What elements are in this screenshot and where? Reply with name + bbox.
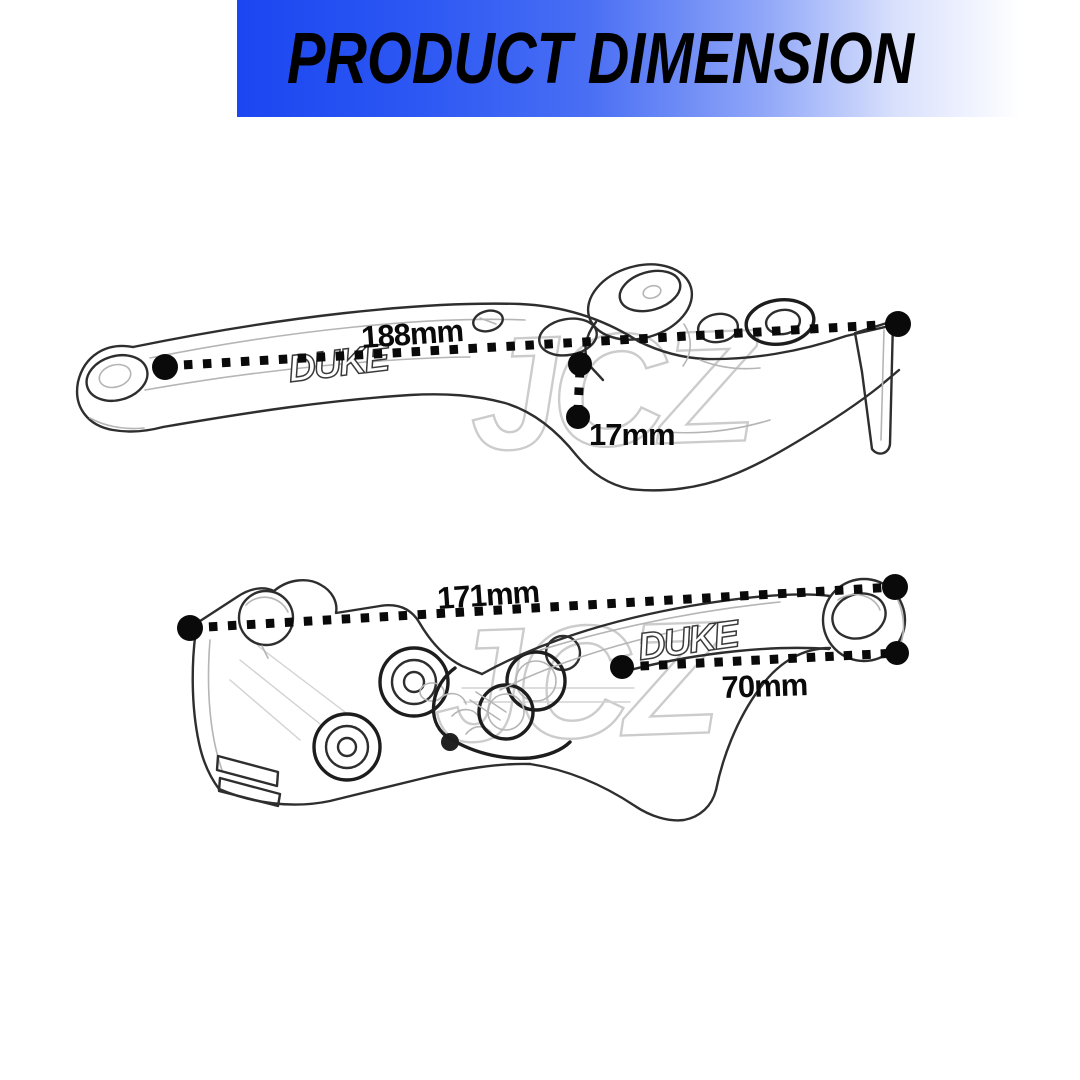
dim-endpoint [882, 574, 908, 600]
top-lever-drawing: JCZ DUKE [75, 263, 911, 492]
dim-endpoint [177, 615, 203, 641]
dim-endpoint [885, 641, 909, 665]
dim-label-17mm: 17mm [589, 417, 675, 452]
dimension-bottom-length: 171mm [177, 574, 908, 641]
dimension-top-length: 188mm [152, 311, 911, 380]
dim-label-70mm: 70mm [721, 667, 808, 705]
dim-endpoint [885, 311, 911, 337]
dim-endpoint [610, 655, 634, 679]
dim-endpoint [152, 354, 178, 380]
watermark-logo-bottom: JCZ [431, 587, 729, 776]
bottom-lever-drawing: JCZ [177, 574, 909, 822]
dim-endpoint [568, 352, 592, 376]
header-banner: PRODUCT DIMENSION [237, 0, 1080, 117]
dimension-bottom-blade: 70mm [610, 641, 909, 705]
dim-endpoint [566, 405, 590, 429]
watermark-logo-top: JCZ [467, 295, 765, 484]
page-title: PRODUCT DIMENSION [287, 18, 915, 99]
dimension-top-height: 17mm [566, 352, 676, 452]
dim-label-188mm: 188mm [360, 313, 464, 355]
dim-label-171mm: 171mm [436, 574, 540, 616]
